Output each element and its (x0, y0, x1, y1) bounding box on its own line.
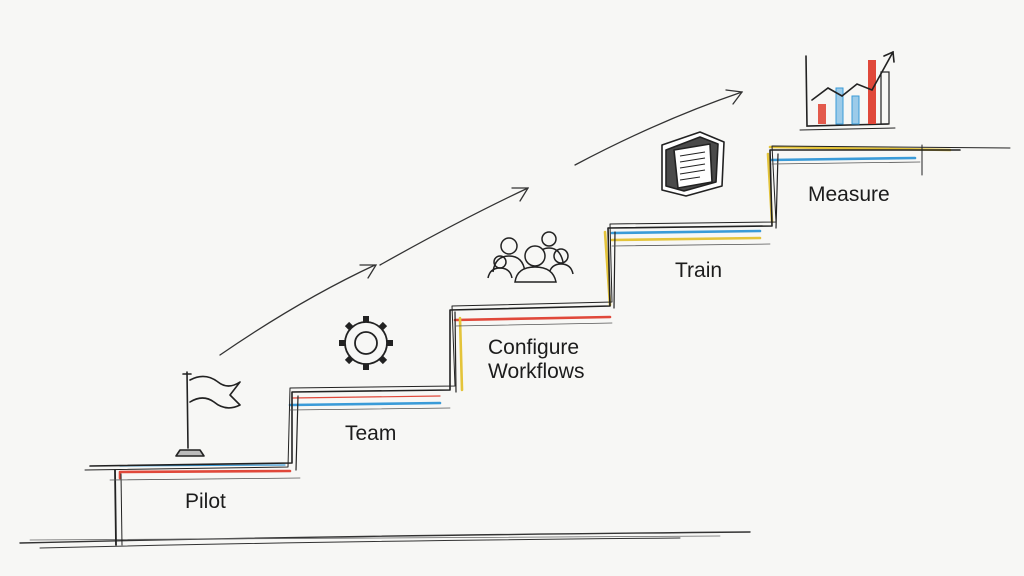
progress-arrow-3 (574, 89, 744, 166)
step-label-configure-workflows: Configure Workflows (488, 336, 585, 383)
progress-arrow-1 (219, 264, 378, 356)
step-label-measure: Measure (808, 183, 890, 206)
flag-icon (175, 371, 241, 457)
ground-line (19, 531, 751, 549)
color-accent-blue (119, 156, 917, 467)
gear-icon (339, 316, 393, 370)
book-icon (661, 131, 725, 197)
progress-arrow-2 (379, 187, 530, 266)
bar-chart-icon (799, 50, 896, 131)
people-icon (487, 231, 574, 283)
staircase (84, 144, 1011, 546)
color-accent-red (118, 315, 612, 480)
step-label-pilot: Pilot (185, 490, 226, 513)
step-label-train: Train (675, 259, 723, 282)
stair-outline (84, 144, 1011, 546)
step-label-team: Team (345, 422, 397, 445)
